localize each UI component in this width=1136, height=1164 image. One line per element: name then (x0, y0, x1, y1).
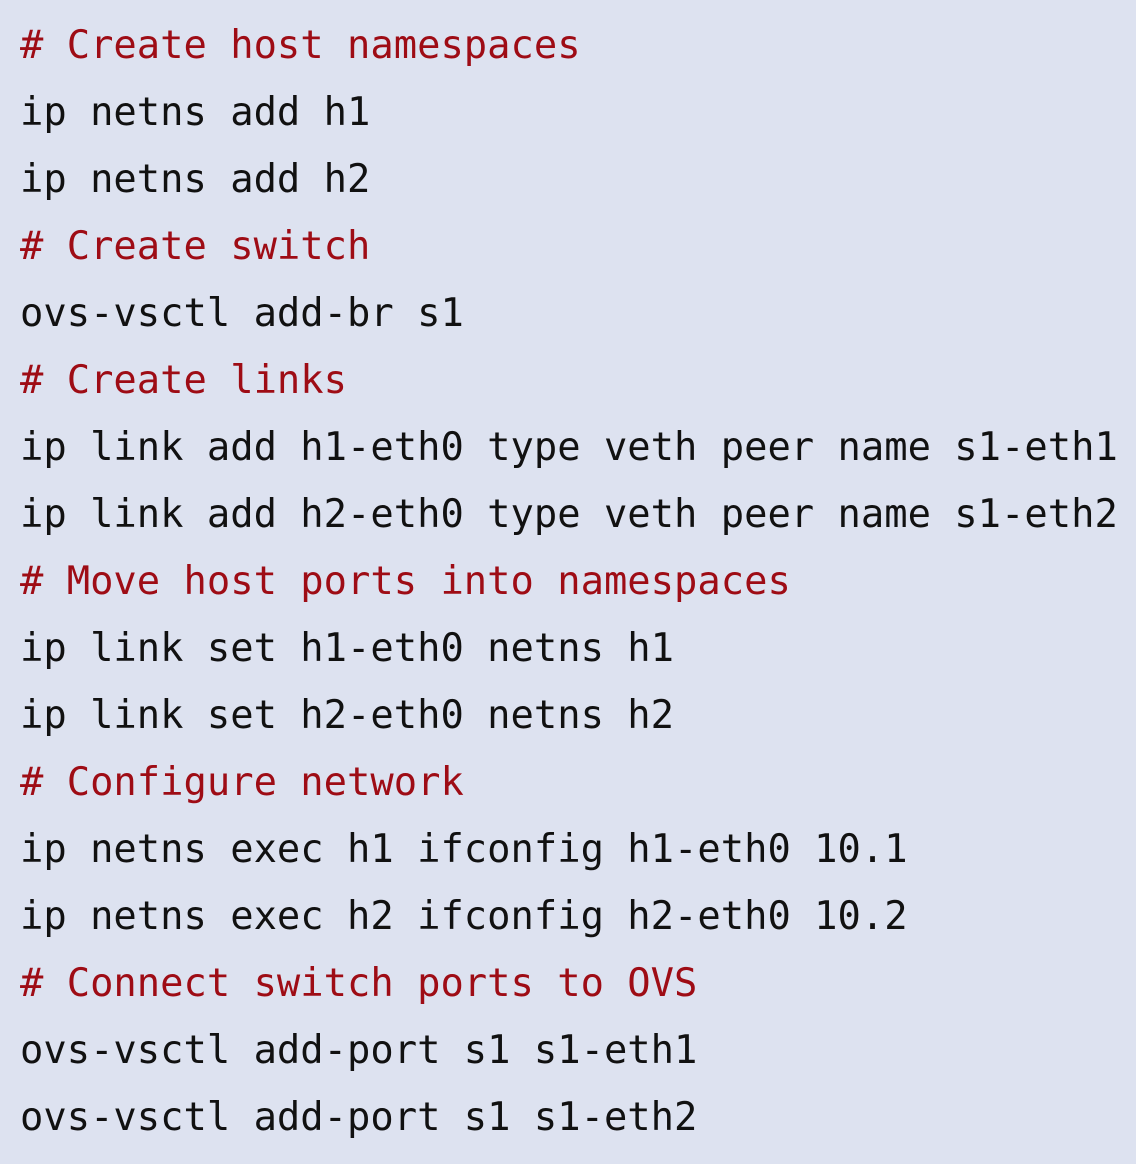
code-line: ip link set h2-eth0 netns h2 (20, 693, 675, 738)
code-line: ip netns add h1 (20, 90, 371, 135)
code-line: ip netns add h2 (20, 157, 371, 202)
code-comment-line: # Connect switch ports to OVS (20, 961, 698, 1006)
code-comment-line: # Configure network (20, 760, 464, 805)
code-line: ip netns exec h1 ifconfig h1-eth0 10.1 (20, 827, 908, 872)
code-line: ip link add h1-eth0 type veth peer name … (20, 425, 1118, 470)
code-line: ip link set h1-eth0 netns h1 (20, 626, 675, 671)
code-comment-line: # Create switch (20, 224, 371, 269)
code-line: ovs-vsctl add-br s1 (20, 291, 464, 336)
code-line: ovs-vsctl add-port s1 s1-eth1 (20, 1028, 698, 1073)
code-line: ip link add h2-eth0 type veth peer name … (20, 492, 1118, 537)
code-comment-line: # Create links (20, 358, 348, 403)
code-comment-line: # Move host ports into namespaces (20, 559, 791, 604)
code-comment-line: # Create host namespaces (20, 23, 581, 68)
code-line: ip netns exec h2 ifconfig h2-eth0 10.2 (20, 894, 908, 939)
code-line: ovs-vsctl add-port s1 s1-eth2 (20, 1095, 698, 1140)
